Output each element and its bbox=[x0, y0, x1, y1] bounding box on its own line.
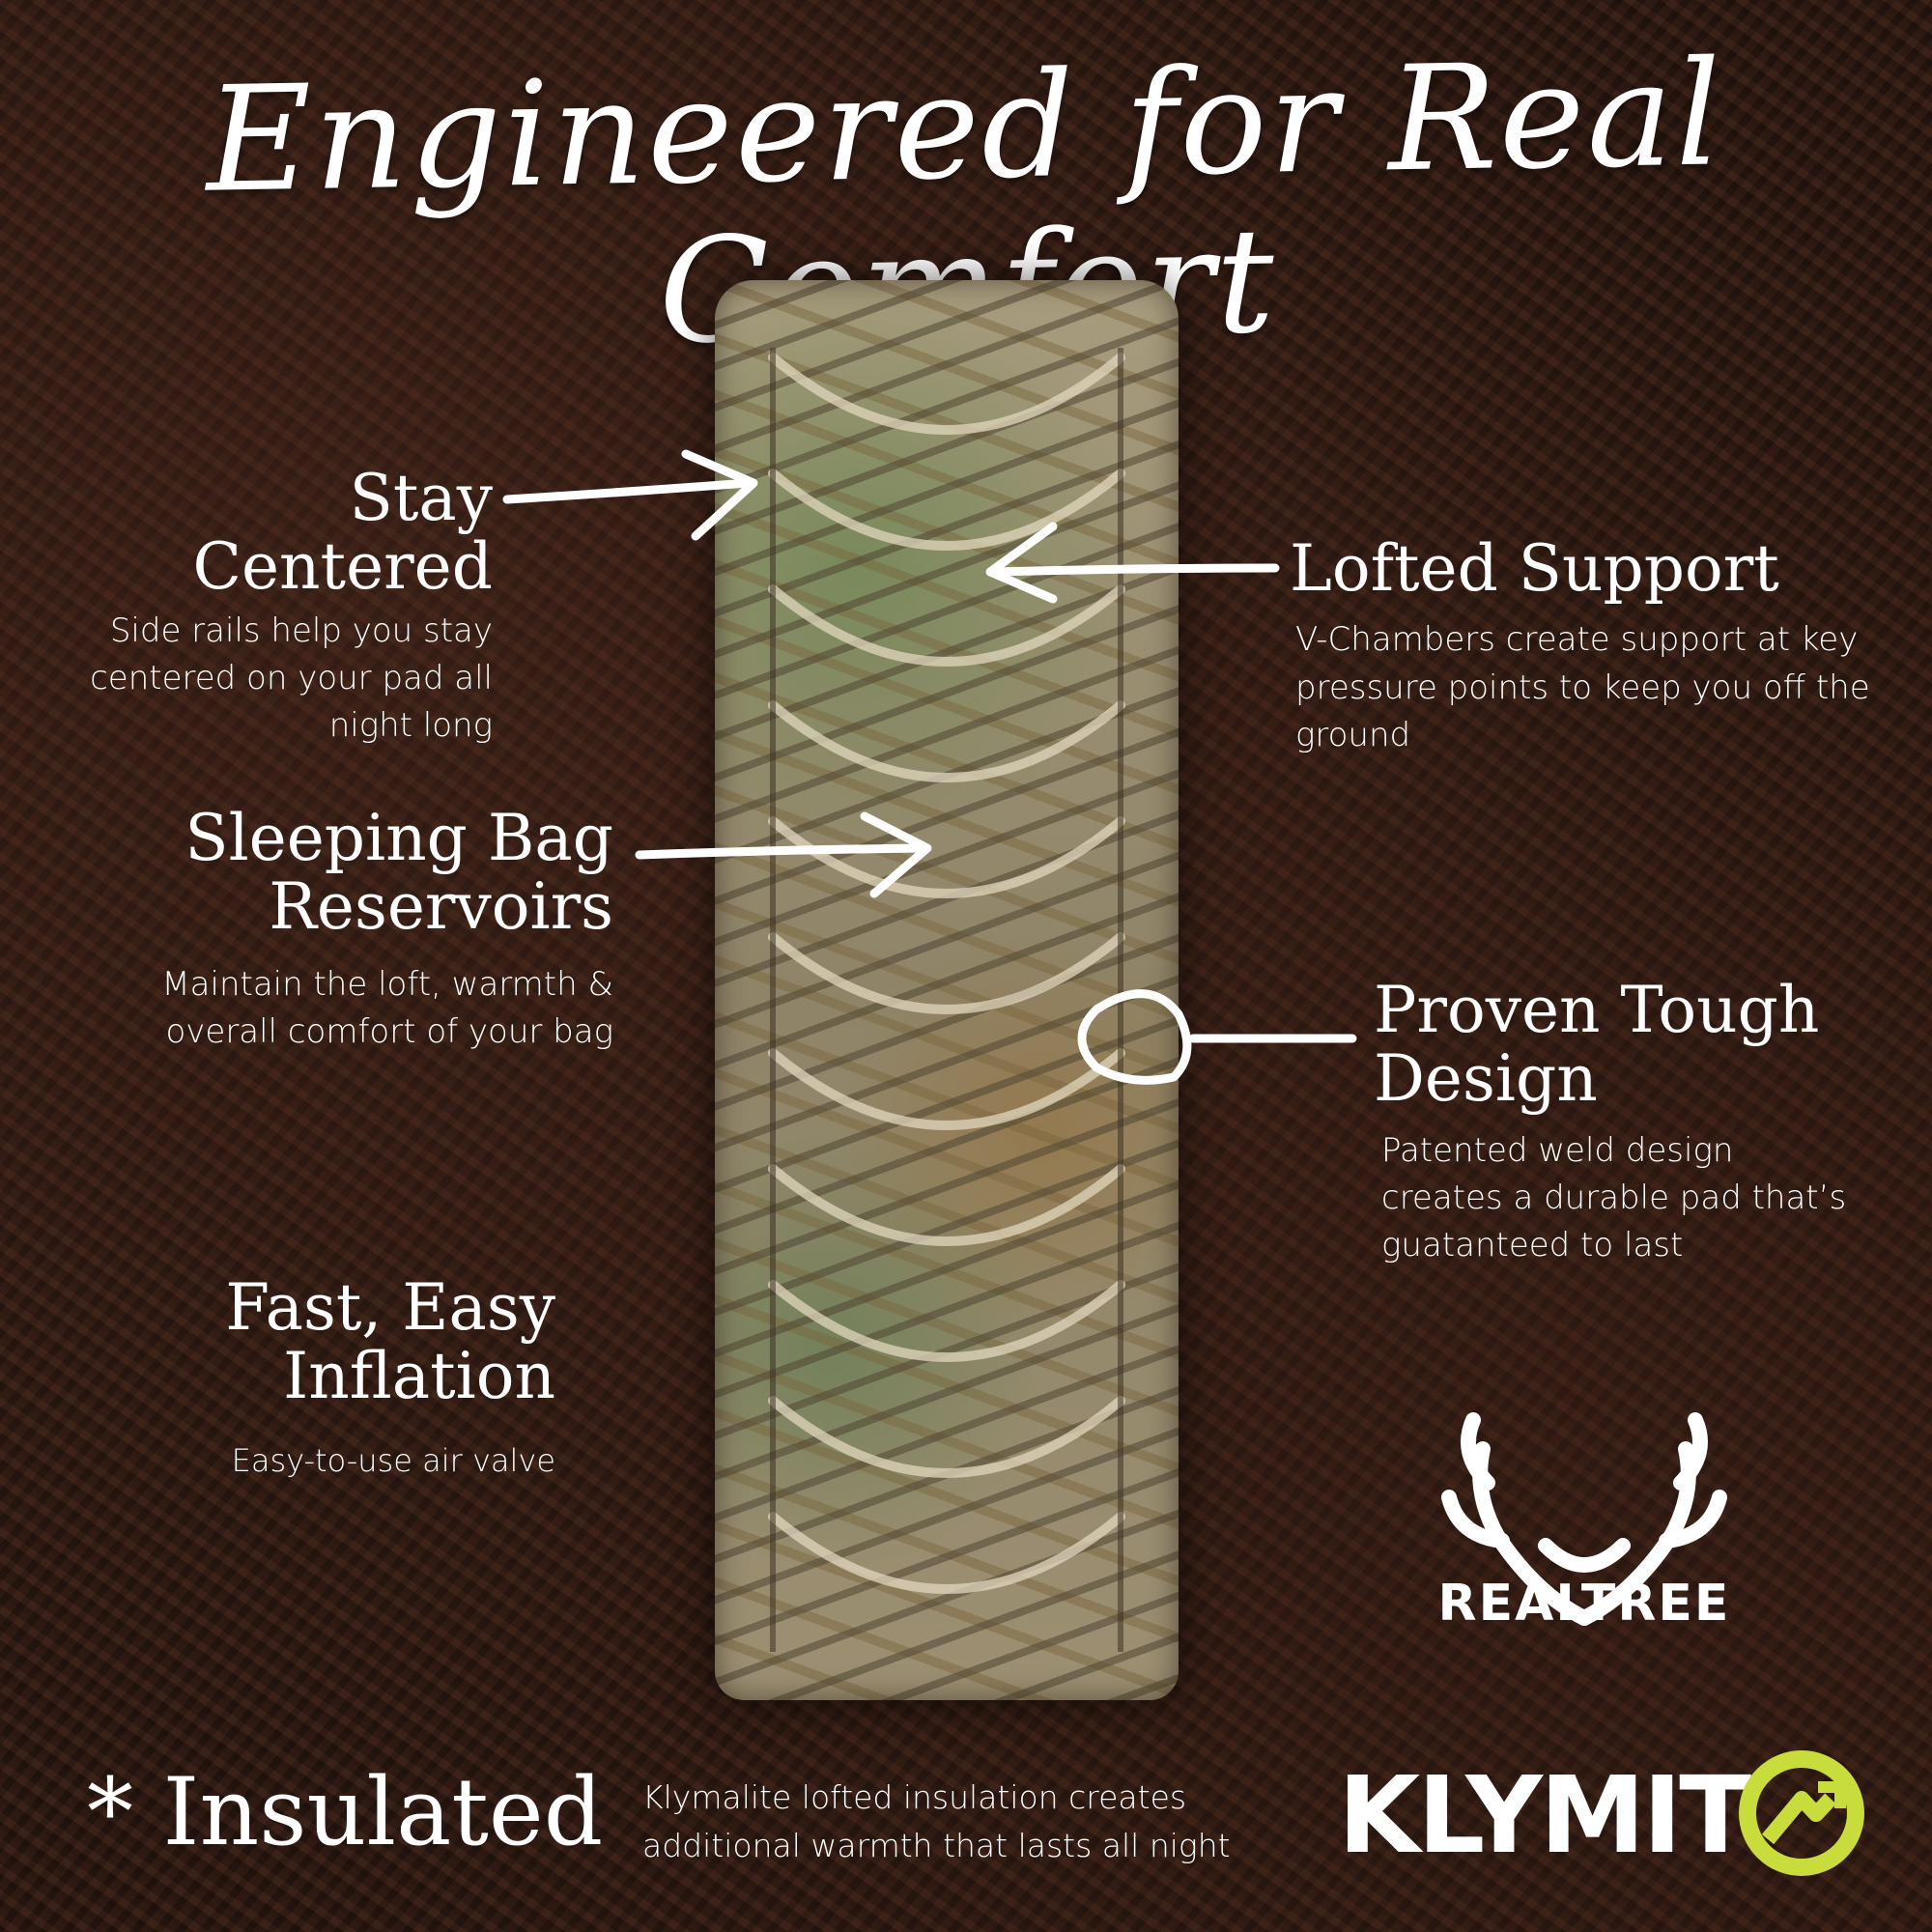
realtree-antler-icon bbox=[1441, 1412, 1727, 1626]
realtree-logo-text: REALTREE bbox=[1437, 1575, 1731, 1633]
proven-tough-heading-line2: Design bbox=[1374, 1041, 1598, 1117]
sleeping-bag-heading-line1: Sleeping Bag bbox=[185, 801, 613, 875]
klymit-mountain-icon bbox=[1739, 1750, 1864, 1876]
klymit-logo-text: KLYMIT bbox=[1338, 1753, 1751, 1877]
proven-tough-heading-line1: Proven Tough bbox=[1374, 973, 1820, 1047]
feature-fast-easy-inflation: Fast, Easy Inflation Easy-to-use air val… bbox=[58, 1273, 555, 1483]
fast-easy-text: Easy-to-use air valve bbox=[231, 1441, 555, 1479]
sleeping-pad-image bbox=[715, 280, 1179, 1700]
insulated-text: Klymalite lofted insulation creates addi… bbox=[642, 1774, 1231, 1869]
feature-sleeping-bag-reservoirs: Sleeping Bag Reservoirs Maintain the lof… bbox=[58, 804, 613, 1056]
stay-centered-text: Side rails help you stay centered on you… bbox=[90, 611, 493, 746]
sleeping-bag-text: Maintain the loft, warmth & overall comf… bbox=[161, 964, 613, 1051]
fast-easy-heading-line2: Inflation bbox=[283, 1339, 555, 1414]
pad-chamber-pattern bbox=[768, 348, 1125, 1652]
fast-easy-heading-line1: Fast, Easy bbox=[225, 1270, 555, 1345]
feature-lofted-support: Lofted Support V-Chambers create support… bbox=[1290, 534, 1898, 759]
lofted-support-heading: Lofted Support bbox=[1290, 531, 1779, 606]
insulated-text-line1: Klymalite lofted insulation creates bbox=[642, 1778, 1187, 1816]
sleeping-bag-heading-line2: Reservoirs bbox=[269, 869, 613, 945]
insulated-text-line2: additional warmth that lasts all night bbox=[642, 1826, 1231, 1864]
feature-proven-tough-design: Proven Tough Design Patented weld design… bbox=[1374, 976, 1895, 1269]
feature-stay-centered: Stay Centered Side rails help you stay c… bbox=[58, 464, 493, 750]
lofted-support-text: V-Chambers create support at key pressur… bbox=[1295, 620, 1870, 754]
insulated-label: * Insulated bbox=[87, 1758, 604, 1866]
proven-tough-text: Patented weld design creates a durable p… bbox=[1381, 1130, 1847, 1265]
stay-centered-heading: Stay Centered bbox=[192, 461, 493, 605]
